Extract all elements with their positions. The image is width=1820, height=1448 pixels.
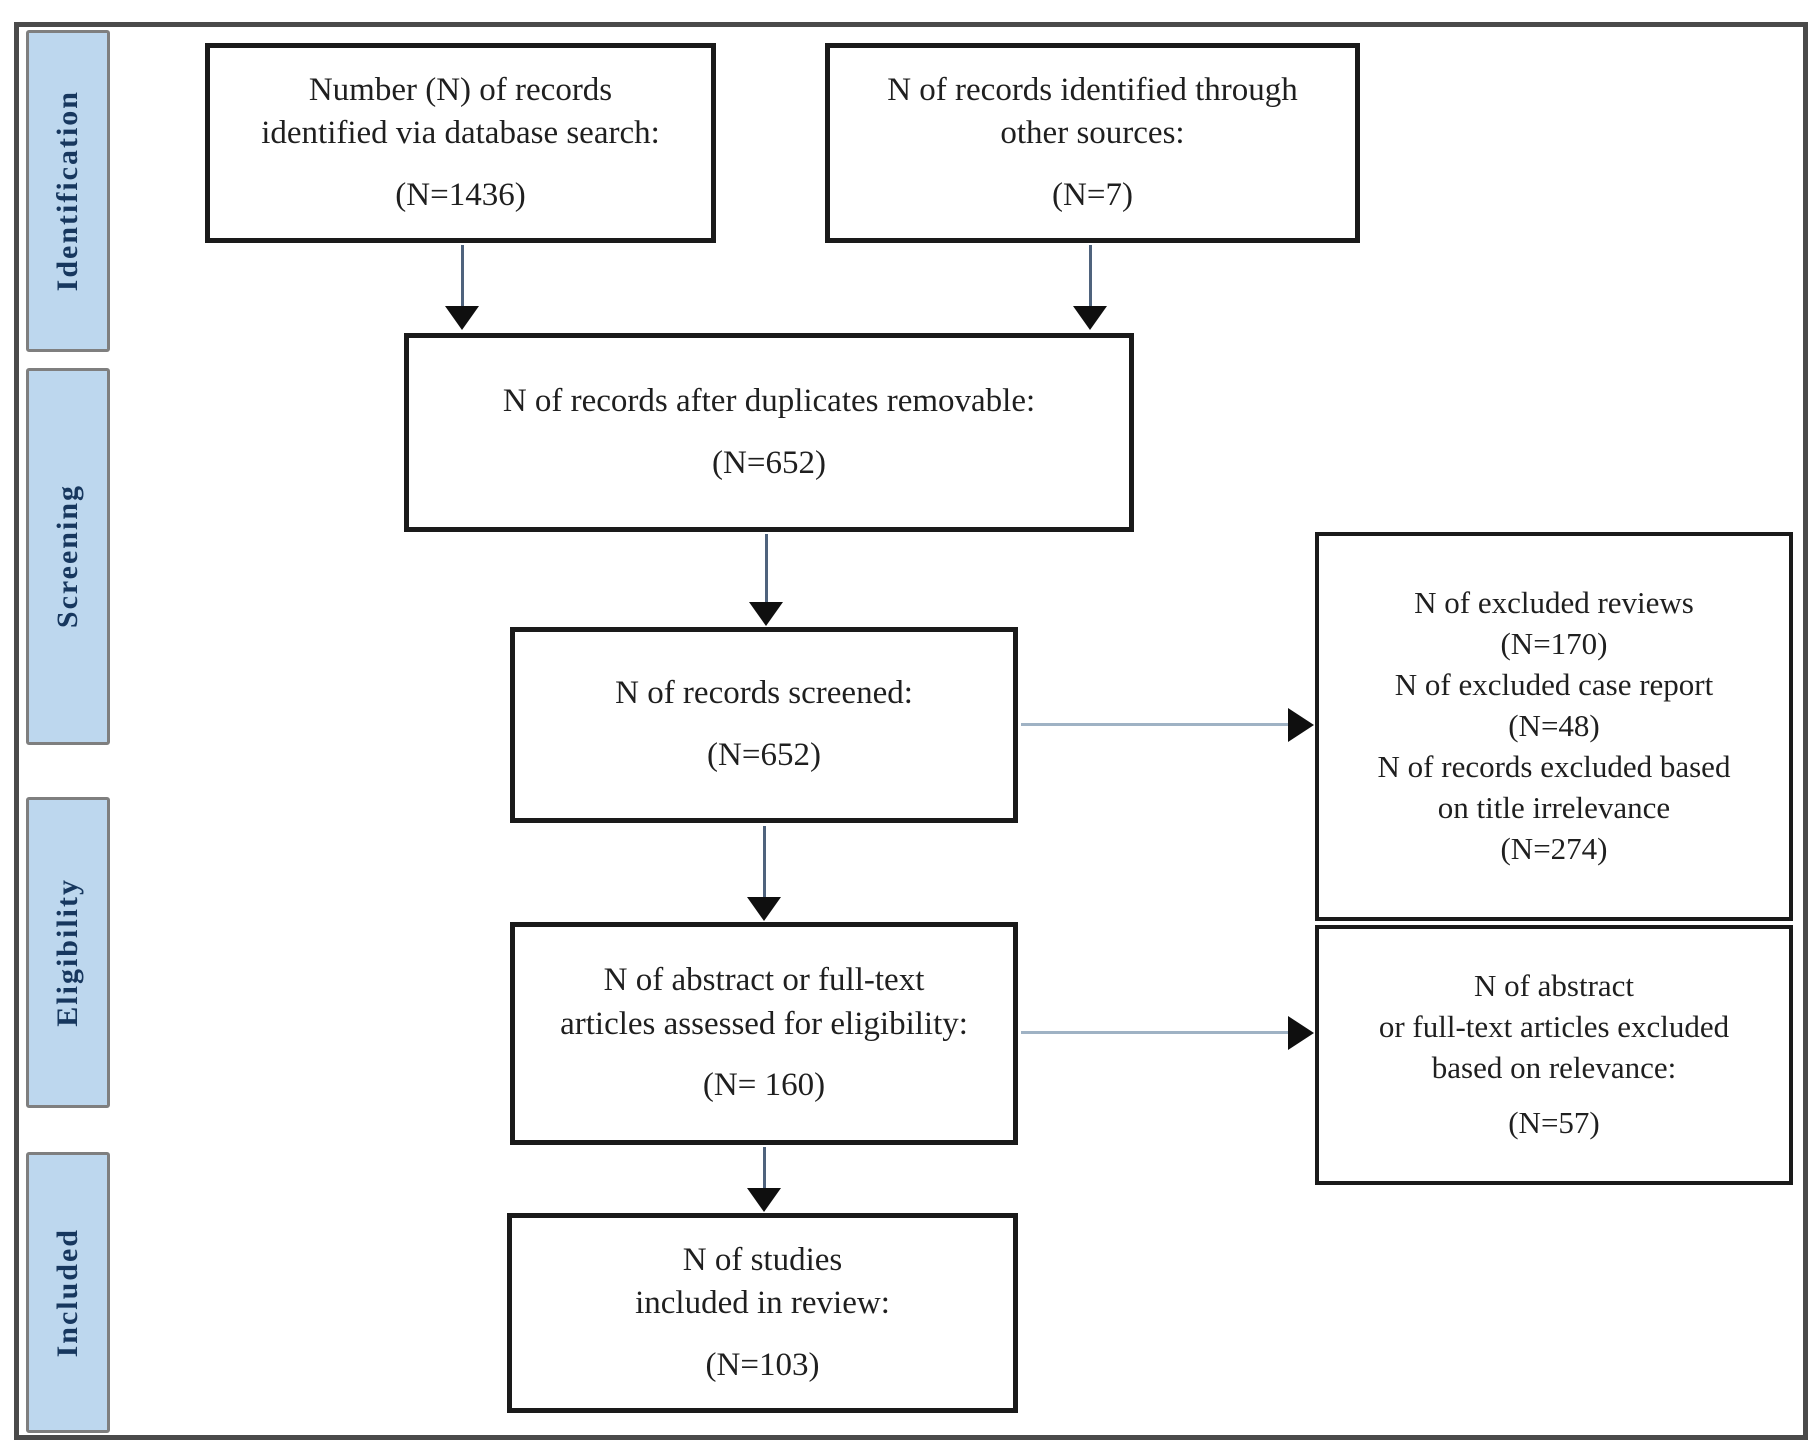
box-excluded-screening-line: (N=274) — [1500, 830, 1608, 866]
arrow-head — [1073, 306, 1107, 330]
arrow-head — [747, 1188, 781, 1212]
stage-label-included-text: Included — [51, 1227, 84, 1358]
arrow-line — [763, 826, 766, 898]
stage-label-screening-text: Screening — [51, 484, 84, 629]
stage-label-identification-text: Identification — [51, 90, 84, 292]
stage-label-eligibility-text: Eligibility — [51, 878, 84, 1027]
box-excluded-eligibility-count: (N=57) — [1508, 1104, 1600, 1140]
stage-label-screening: Screening — [26, 368, 110, 745]
box-included-studies: N of studies included in review: (N=103) — [507, 1213, 1018, 1413]
stage-label-eligibility: Eligibility — [26, 797, 110, 1108]
arrow-line — [763, 1147, 766, 1189]
arrow-line — [461, 245, 464, 307]
box-records-other-sources-line: N of records identified through — [887, 71, 1298, 108]
box-assessed-eligibility-line: articles assessed for eligibility: — [560, 1005, 968, 1042]
box-excluded-screening-line: on title irrelevance — [1437, 789, 1671, 825]
box-records-other-sources: N of records identified through other so… — [825, 43, 1360, 243]
diagram-outer-frame — [14, 22, 1808, 1440]
arrow-line — [765, 534, 768, 604]
arrow-head — [445, 306, 479, 330]
arrow-line — [1021, 723, 1289, 726]
box-records-other-sources-line: other sources: — [1000, 115, 1185, 152]
box-records-other-sources-count: (N=7) — [1052, 176, 1133, 213]
box-excluded-eligibility: N of abstract or full-text articles excl… — [1315, 925, 1793, 1185]
box-included-studies-count: (N=103) — [705, 1346, 820, 1383]
stage-label-included: Included — [26, 1152, 110, 1433]
arrow-head — [747, 897, 781, 921]
box-records-screened: N of records screened: (N=652) — [510, 627, 1018, 823]
arrow-head — [1288, 1016, 1314, 1050]
arrow-head — [1288, 708, 1314, 742]
box-excluded-screening-line: N of records excluded based — [1377, 748, 1731, 784]
box-records-screened-line: N of records screened: — [615, 675, 913, 712]
arrow-head — [749, 602, 783, 626]
arrow-line — [1021, 1031, 1289, 1034]
box-assessed-eligibility-count: (N= 160) — [702, 1067, 826, 1104]
box-after-duplicates-count: (N=652) — [712, 444, 826, 481]
box-excluded-screening: N of excluded reviews (N=170) N of exclu… — [1315, 532, 1793, 921]
box-records-database-search-line: Number (N) of records — [308, 71, 613, 108]
box-after-duplicates-line: N of records after duplicates removable: — [502, 382, 1036, 419]
box-excluded-screening-line: N of excluded case report — [1394, 667, 1714, 703]
box-records-screened-count: (N=652) — [707, 737, 821, 773]
box-records-database-search-count: (N=1436) — [395, 176, 526, 213]
box-excluded-screening-line: N of excluded reviews — [1414, 585, 1694, 621]
box-excluded-eligibility-line: or full-text articles excluded — [1378, 1009, 1730, 1045]
stage-label-identification: Identification — [26, 30, 110, 352]
box-records-database-search-line: identified via database search: — [261, 115, 660, 152]
box-included-studies-line: included in review: — [635, 1285, 890, 1322]
arrow-line — [1089, 245, 1092, 307]
box-excluded-screening-line: (N=48) — [1508, 708, 1600, 744]
box-records-database-search: Number (N) of records identified via dat… — [205, 43, 716, 243]
box-included-studies-line: N of studies — [682, 1241, 843, 1278]
box-assessed-eligibility-line: N of abstract or full-text — [603, 962, 925, 999]
box-excluded-eligibility-line: N of abstract — [1473, 968, 1635, 1004]
box-after-duplicates: N of records after duplicates removable:… — [404, 333, 1134, 532]
box-excluded-eligibility-line: based on relevance: — [1431, 1050, 1677, 1085]
box-assessed-eligibility: N of abstract or full-text articles asse… — [510, 922, 1018, 1145]
box-excluded-screening-line: (N=170) — [1500, 626, 1608, 662]
